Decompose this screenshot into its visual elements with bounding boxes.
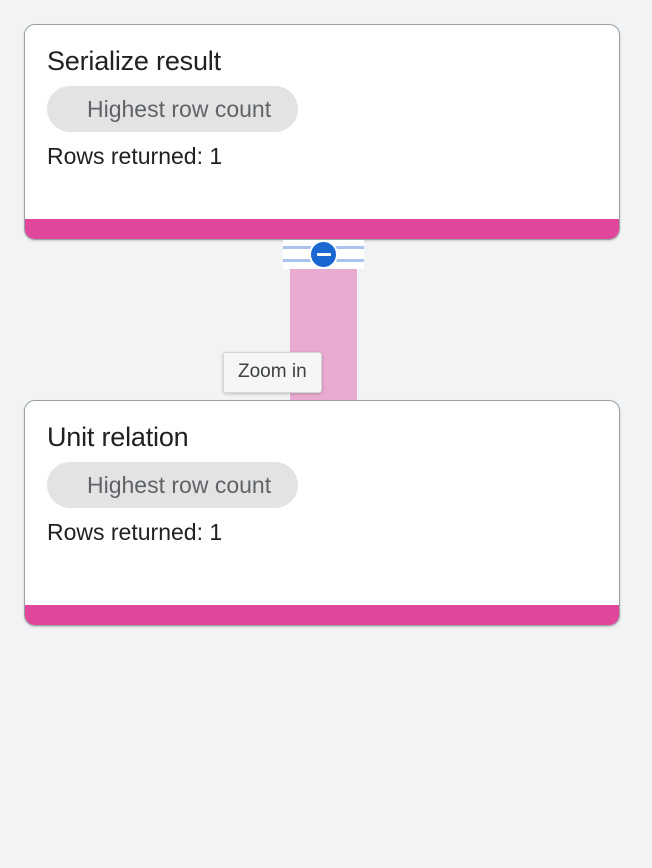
node-accent-bar bbox=[25, 605, 619, 625]
node-rows-returned: Rows returned: 1 bbox=[47, 519, 223, 545]
node-title: Unit relation bbox=[47, 422, 189, 452]
minus-glyph bbox=[316, 253, 331, 256]
node-card[interactable]: Unit relation Highest row count Rows ret… bbox=[24, 400, 620, 626]
zoom-in-tooltip: Zoom in bbox=[223, 352, 322, 393]
node-card[interactable]: Serialize result Highest row count Rows … bbox=[24, 24, 620, 240]
node-badge-highest-row-count: Highest row count bbox=[47, 86, 299, 132]
node-card-body: Serialize result Highest row count Rows … bbox=[25, 25, 619, 219]
node-accent-bar bbox=[25, 219, 619, 239]
node-rows-returned: Rows returned: 1 bbox=[47, 143, 223, 169]
minus-circle-icon[interactable] bbox=[309, 240, 338, 269]
edge-collapse-control[interactable] bbox=[283, 240, 364, 269]
node-card-body: Unit relation Highest row count Rows ret… bbox=[25, 401, 619, 605]
node-badge-highest-row-count: Highest row count bbox=[47, 462, 299, 508]
node-title: Serialize result bbox=[47, 46, 221, 76]
